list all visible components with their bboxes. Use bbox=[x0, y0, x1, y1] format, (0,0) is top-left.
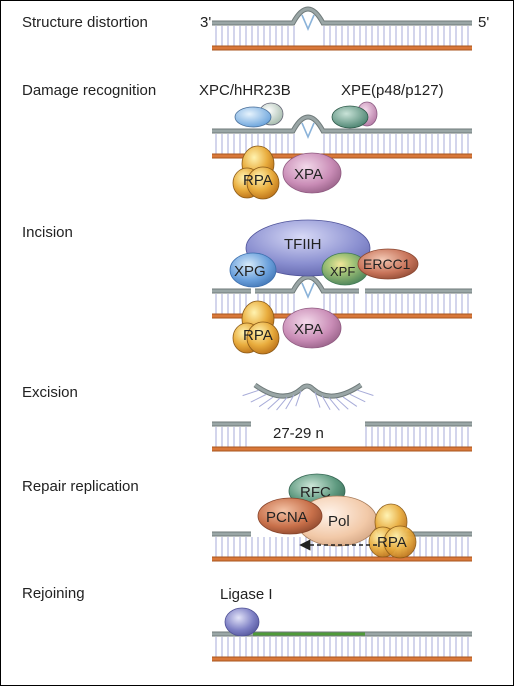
xpc-hhr23b-label: XPC/hHR23B bbox=[199, 82, 291, 99]
excised-base bbox=[356, 389, 374, 396]
excised-base bbox=[328, 397, 340, 411]
excised-base bbox=[335, 397, 349, 410]
rpa-label-incision: RPA bbox=[243, 327, 273, 344]
dna-duplex-distorted bbox=[212, 6, 472, 51]
excised-base bbox=[250, 394, 267, 403]
three-prime-end-label: 3' bbox=[200, 14, 211, 31]
excised-base bbox=[295, 390, 302, 407]
rpa-protein-recognition bbox=[232, 145, 280, 200]
excision-length-label: 27-29 n bbox=[273, 425, 324, 442]
excised-base bbox=[258, 396, 274, 408]
five-prime-end-label: 5' bbox=[478, 14, 489, 31]
pcna-label: PCNA bbox=[266, 509, 308, 526]
xpg-label: XPG bbox=[234, 263, 266, 280]
step-label-structure-distortion: Structure distortion bbox=[22, 14, 148, 31]
rpa-label-replication: RPA bbox=[377, 534, 407, 551]
excised-base bbox=[314, 392, 321, 408]
dna-top-strand bbox=[212, 6, 472, 26]
excised-base bbox=[276, 397, 288, 411]
rfc-label: RFC bbox=[300, 484, 331, 501]
rpa-protein-incision bbox=[232, 300, 280, 355]
dna-duplex-rejoined bbox=[212, 631, 472, 662]
excised-base bbox=[321, 395, 331, 411]
xpa-protein-recognition bbox=[282, 152, 342, 194]
xpg-protein bbox=[229, 252, 277, 288]
tfiih-label: TFIIH bbox=[284, 236, 322, 253]
dna-duplex-incision bbox=[212, 274, 472, 319]
dna-top-strand bbox=[212, 7, 472, 25]
rpa-protein-replication bbox=[368, 503, 417, 559]
excised-base bbox=[349, 393, 366, 403]
xpa-protein-incision bbox=[282, 307, 342, 349]
dna-top-strand bbox=[255, 275, 359, 293]
polymerase-label: Pol bbox=[328, 513, 350, 530]
excised-base bbox=[285, 394, 295, 410]
excised-base bbox=[342, 396, 358, 407]
xpa-label-incision: XPA bbox=[294, 321, 323, 338]
lesion-site bbox=[301, 282, 315, 300]
lesion-site bbox=[301, 122, 315, 140]
step-label-repair-replication: Repair replication bbox=[22, 478, 139, 495]
rpa-label-recognition: RPA bbox=[243, 172, 273, 189]
ligase-label: Ligase I bbox=[220, 586, 273, 603]
xpe-complex bbox=[331, 101, 378, 129]
step-label-excision: Excision bbox=[22, 384, 78, 401]
dna-duplex-gapped bbox=[212, 421, 472, 452]
step-label-damage-recognition: Damage recognition bbox=[22, 82, 156, 99]
pcna-protein bbox=[257, 497, 323, 535]
excised-base bbox=[267, 397, 281, 410]
dna-top-strand bbox=[212, 115, 472, 133]
step-label-rejoining: Rejoining bbox=[22, 585, 85, 602]
excised-strand-backbone bbox=[254, 383, 362, 398]
step-label-incision: Incision bbox=[22, 224, 73, 241]
excised-base bbox=[242, 389, 260, 397]
xpf-label: XPF bbox=[330, 264, 355, 279]
ercc1-label: ERCC1 bbox=[363, 256, 411, 272]
excised-oligonucleotide bbox=[242, 382, 374, 411]
xpe-p48-p127-label: XPE(p48/p127) bbox=[341, 82, 444, 99]
ercc1-protein bbox=[357, 248, 419, 280]
lesion-site bbox=[301, 14, 315, 32]
xpa-label-recognition: XPA bbox=[294, 166, 323, 183]
ligase-protein bbox=[224, 607, 260, 637]
xpc-hhr23b-complex bbox=[234, 102, 284, 128]
